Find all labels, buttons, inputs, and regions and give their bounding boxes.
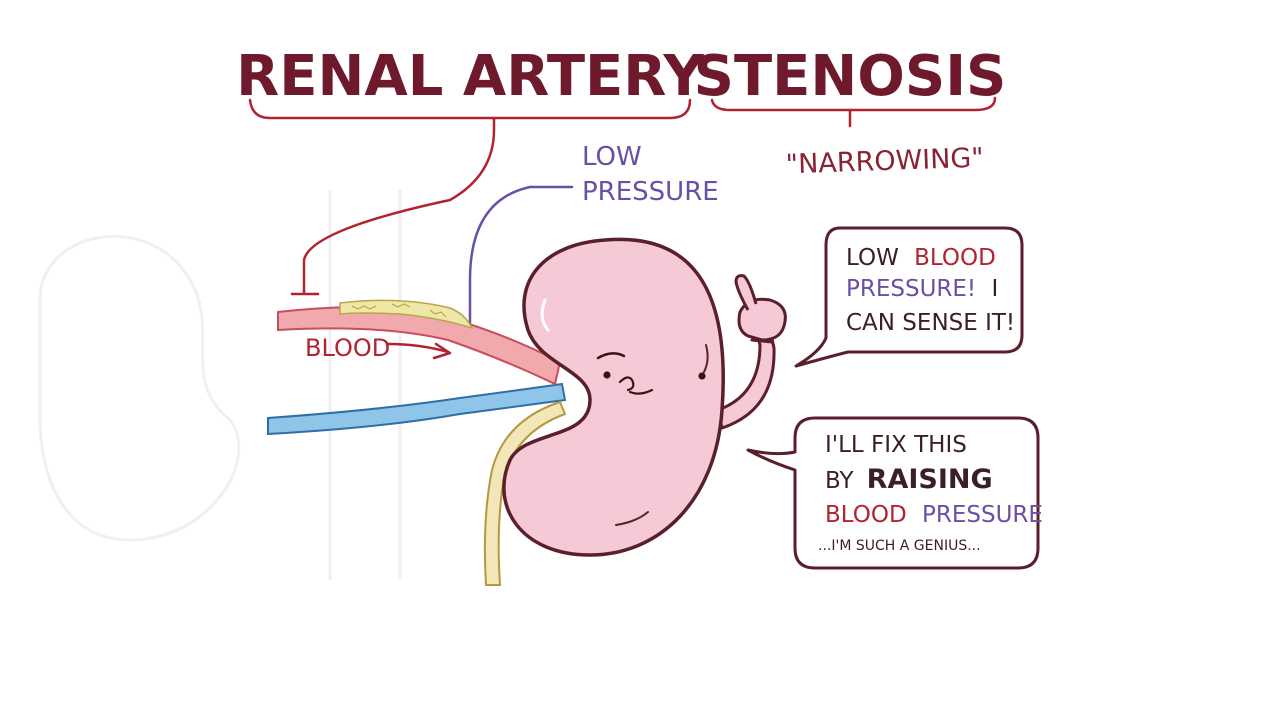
- title-renal-artery: Renal Artery: [236, 44, 705, 109]
- bubble-top-text-blood: Blood: [914, 245, 996, 271]
- low-pressure-label-line1: Low: [582, 142, 642, 172]
- low-pressure-label-line2: Pressure: [582, 177, 719, 207]
- bubble-bottom-genius: ...I'm such a genius...: [818, 538, 981, 554]
- low-pressure-pointer-line: [468, 185, 574, 337]
- bubble-top-text-pressure: Pressure!: [846, 276, 976, 302]
- bubble-top-text-low: Low: [846, 245, 899, 271]
- blood-flow-arrowhead: [432, 342, 452, 360]
- bubble-top-text-i: I: [991, 276, 998, 302]
- speech-bubble-raising-pressure: I'll fix this by Raising Blood Pressure …: [746, 416, 1043, 570]
- bracket-renal-artery: [248, 98, 692, 120]
- kidney-highlight-left: [540, 298, 550, 332]
- kidney-highlight-bottom: [615, 511, 649, 526]
- faded-background-sketch: [38, 190, 402, 580]
- kidney-face: [596, 352, 706, 395]
- bubble-top-text-sense: can sense it!: [846, 310, 1015, 336]
- title-stenosis: Stenosis: [694, 44, 1007, 109]
- bubble-bottom-blood: Blood: [825, 502, 907, 528]
- kidney-hand-pointing: [734, 274, 787, 344]
- kidney-body: [502, 237, 725, 557]
- blood-label: Blood: [305, 334, 390, 362]
- narrowing-label: "Narrowing": [785, 143, 984, 181]
- svg-text:Low Blood: Low Blood: [846, 245, 996, 271]
- plaque-texture: [351, 303, 447, 318]
- bubble-bottom-raising: Raising: [867, 464, 993, 495]
- bubble-bottom-line1: I'll fix this: [825, 432, 967, 458]
- kidney-highlight-right: [703, 344, 709, 373]
- svg-text:Blood Pressure: Blood Pressure: [825, 502, 1043, 528]
- svg-text:by Raising: by Raising: [825, 464, 993, 495]
- renal-artery-connector-line: [302, 116, 496, 294]
- svg-text:Pressure! I: Pressure! I: [846, 276, 998, 302]
- kidney-arm: [716, 328, 776, 430]
- speech-bubble-low-blood-pressure: Low Blood Pressure! I can sense it!: [794, 226, 1024, 368]
- bubble-bottom-pressure: Pressure: [922, 502, 1043, 528]
- blood-flow-arrow: [386, 342, 450, 354]
- bubble-bottom-by: by: [825, 468, 855, 494]
- renal-vein: [267, 382, 567, 436]
- bracket-stenosis: [710, 96, 997, 112]
